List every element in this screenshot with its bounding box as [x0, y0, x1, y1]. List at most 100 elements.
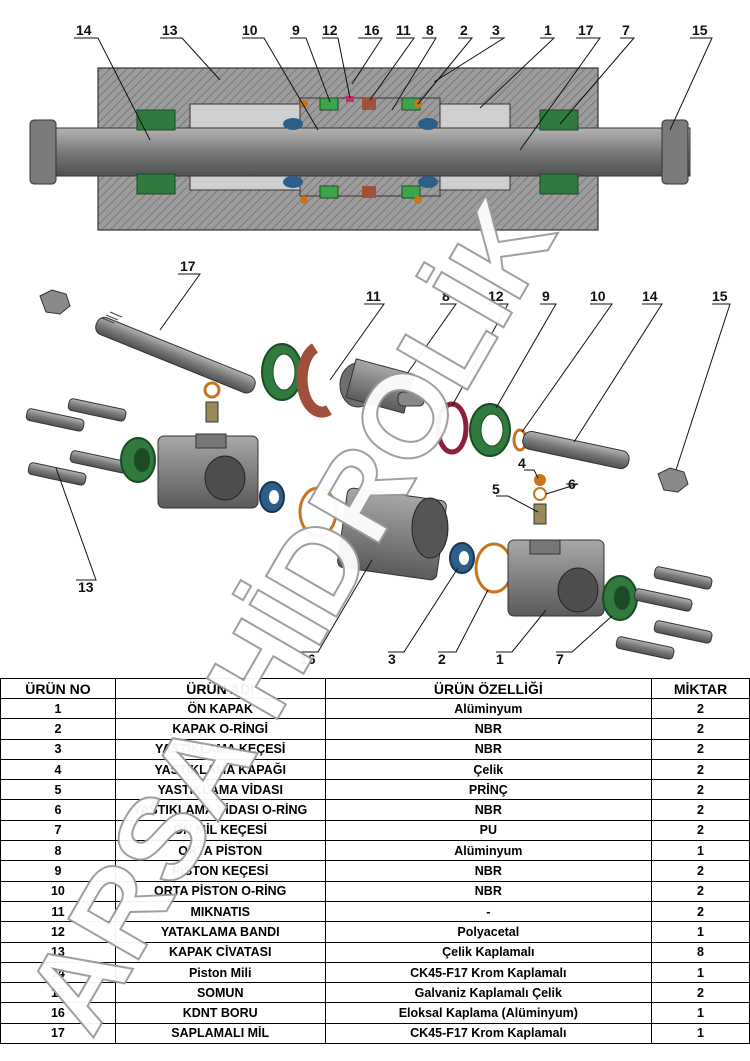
exploded-callout-12: 12 — [488, 288, 504, 304]
exploded-callout-14: 14 — [642, 288, 658, 304]
nut-15b — [657, 467, 689, 493]
cell-name: MIKNATIS — [114, 900, 326, 923]
cell-no: 11 — [0, 900, 116, 923]
band-top — [346, 96, 354, 102]
piston-rod-14 — [522, 430, 630, 470]
cell-qty: 1 — [651, 921, 750, 943]
cell-spec: CK45-F17 Krom Kaplamalı — [324, 1022, 653, 1045]
cell-no: 7 — [0, 819, 116, 842]
cushion-seal-left-bottom — [283, 176, 303, 188]
cushion-seal-right-top — [418, 118, 438, 130]
cover-bolts-13-left — [25, 398, 129, 486]
header-miktar: MİKTAR — [651, 678, 750, 699]
cell-no: 3 — [0, 738, 116, 760]
cell-spec: Alüminyum — [324, 697, 653, 720]
cell-spec: Çelik — [324, 758, 653, 781]
cell-qty: 1 — [651, 1002, 750, 1024]
cell-qty: 2 — [651, 718, 750, 740]
cell-no: 6 — [0, 799, 116, 821]
cell-qty: 2 — [651, 779, 750, 801]
exploded-callout-4: 4 — [518, 455, 526, 471]
cell-spec: NBR — [324, 860, 653, 882]
cell-name: YASTIKLAMA VİDASI O-RİNG — [114, 799, 326, 821]
section-leaders — [74, 37, 713, 151]
piston-seal-bottom-2 — [401, 185, 421, 199]
cell-no: 14 — [0, 961, 116, 984]
section-callout-14: 14 — [76, 22, 92, 38]
section-callout-16: 16 — [364, 22, 380, 38]
exploded-callout-9: 9 — [542, 288, 550, 304]
exploded-callout-11: 11 — [366, 288, 381, 304]
cylinder-diagram: 14 13 10 9 12 16 11 8 2 3 1 17 7 15 — [25, 22, 731, 667]
front-cover-left — [157, 433, 259, 509]
section-callout-1: 1 — [544, 22, 552, 38]
cell-qty: 1 — [651, 1022, 750, 1045]
header-urun-no: ÜRÜN NO — [0, 678, 116, 699]
cell-no: 5 — [0, 779, 116, 801]
cell-no: 10 — [0, 880, 116, 902]
exploded-callout-8: 8 — [442, 288, 450, 304]
cell-spec: NBR — [324, 718, 653, 740]
cell-name: YASTIKLAMA VİDASI — [114, 779, 326, 801]
cell-qty: 8 — [651, 941, 750, 963]
cell-spec: PU — [324, 819, 653, 842]
cell-qty: 2 — [651, 799, 750, 821]
cell-qty: 2 — [651, 819, 750, 842]
section-callout-3: 3 — [492, 22, 500, 38]
exploded-callout-15: 15 — [712, 288, 728, 304]
exploded-callout-16: 16 — [300, 651, 316, 667]
cell-name: ÖN MİL KEÇESİ — [114, 819, 326, 842]
cell-name: KDNT BORU — [114, 1002, 326, 1024]
cell-spec: - — [324, 900, 653, 923]
cell-no: 1 — [0, 697, 116, 720]
magnet-top — [362, 98, 376, 110]
cell-spec: Galvaniz Kaplamalı Çelik — [324, 982, 653, 1004]
exploded-callout-2: 2 — [438, 651, 446, 667]
table-header-row: ÜRÜN NO ÜRÜN ADI ÜRÜN ÖZELLİĞİ MİKTAR — [0, 678, 750, 699]
cell-spec: CK45-F17 Krom Kaplamalı — [324, 961, 653, 984]
cell-spec: PRİNÇ — [324, 779, 653, 801]
cell-qty: 2 — [651, 880, 750, 902]
cell-name: PİSTON KEÇESİ — [114, 860, 326, 882]
section-callout-13: 13 — [162, 22, 178, 38]
section-callout-15: 15 — [692, 22, 708, 38]
cell-spec: Polyacetal — [324, 921, 653, 943]
cell-no: 8 — [0, 840, 116, 862]
cell-spec: NBR — [324, 738, 653, 760]
exploded-callout-10: 10 — [590, 288, 606, 304]
magnet-11 — [296, 343, 332, 418]
cell-name: ORTA PİSTON — [114, 840, 326, 862]
cell-name: Piston Mili — [114, 961, 326, 984]
section-callout-17: 17 — [578, 22, 594, 38]
cell-name: YASTIKLAMA KEÇESİ — [114, 738, 326, 760]
piston-8 — [339, 358, 425, 414]
exploded-callout-7: 7 — [556, 651, 564, 667]
cell-no: 13 — [0, 941, 116, 963]
tube-16 — [337, 487, 449, 581]
cover-o-ring-2a — [298, 486, 338, 538]
rod-seal-left-bottom — [136, 173, 176, 195]
cover-bolts-13-right — [615, 566, 713, 660]
cushion-seal-right-bottom — [418, 176, 438, 188]
section-callout-8: 8 — [426, 22, 434, 38]
cell-name: SOMUN — [114, 982, 326, 1004]
cell-name: ORTA PİSTON O-RİNG — [114, 880, 326, 902]
nut-right — [661, 119, 689, 185]
cell-name: KAPAK O-RİNGİ — [114, 718, 326, 740]
cell-no: 2 — [0, 718, 116, 740]
piston-seal-bottom-1 — [319, 185, 339, 199]
section-callout-11: 11 — [396, 22, 411, 38]
cell-no: 15 — [0, 982, 116, 1004]
